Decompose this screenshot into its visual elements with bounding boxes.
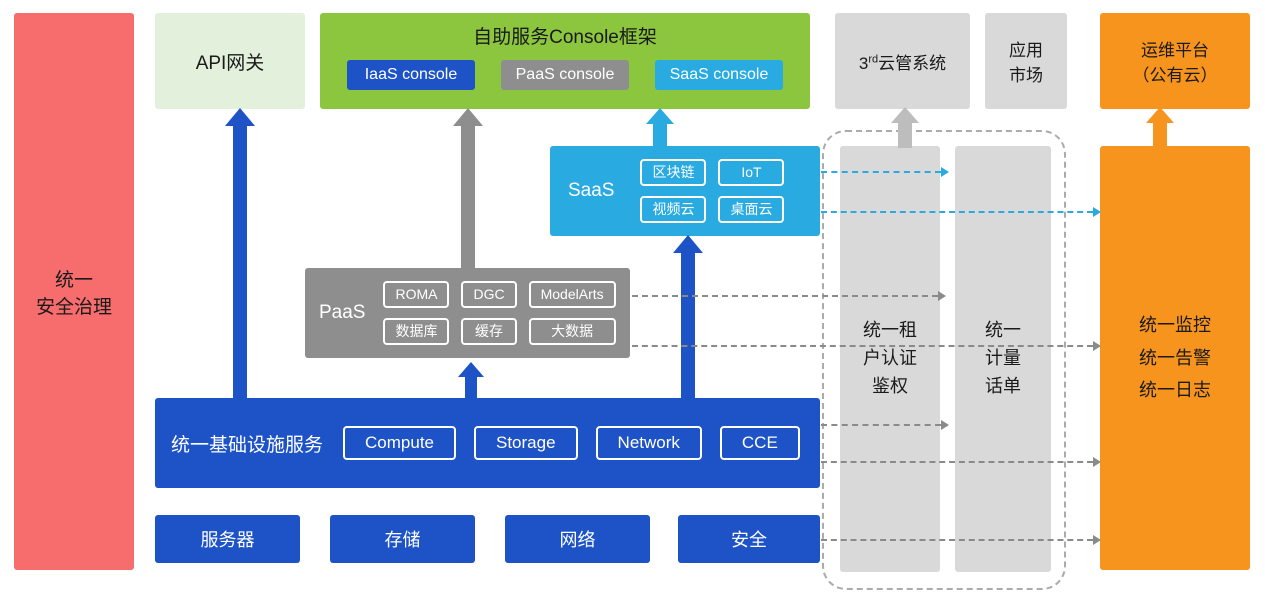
monitoring-label: 统一监控 统一告警 统一日志 — [1139, 315, 1211, 401]
third-cloud-label-sup: rd — [868, 52, 879, 65]
saas-chip-grid: 区块链 IoT 视频云 桌面云 — [640, 159, 785, 223]
paas-chip-bigdata: 大数据 — [528, 318, 616, 345]
paas-chip-database: 数据库 — [383, 318, 450, 345]
third-cloud-label-suffix: 云管系统 — [878, 53, 947, 73]
paas-chip-cache: 缓存 — [461, 318, 517, 345]
saas-to-metering-dashed-arrowhead — [941, 167, 949, 177]
paas-box: PaaS ROMA DGC ModelArts 数据库 缓存 大数据 — [305, 268, 630, 358]
ops-platform-box: 运维平台 （公有云） — [1100, 13, 1250, 109]
infra-to-saas-arrow — [681, 252, 695, 398]
metering-label: 统一 计量 话单 — [985, 320, 1021, 396]
infra-to-monitoring-dashed-arrowhead — [1093, 457, 1101, 467]
network-label: 网络 — [559, 530, 596, 550]
paas-to-monitoring-dashed-line — [632, 345, 1093, 347]
saas-chip-blockchain: 区块链 — [640, 159, 707, 186]
security-label: 安全 — [731, 530, 767, 550]
security-governance-label: 统一 安全治理 — [35, 269, 112, 318]
security-to-monitoring-dashed-line — [821, 539, 1093, 541]
infra-to-monitoring-dashed-line — [821, 461, 1093, 463]
auth-billing-dashed-frame — [822, 130, 1066, 590]
saas-box: SaaS 区块链 IoT 视频云 桌面云 — [550, 146, 820, 236]
infra-chip-cce: CCE — [719, 426, 800, 460]
security-governance-bar: 统一 安全治理 — [14, 13, 134, 570]
saas-label: SaaS — [568, 180, 615, 201]
monitor-to-ops-arrow — [1153, 122, 1167, 147]
saas-chip-video-cloud: 视频云 — [640, 196, 707, 223]
app-market-box: 应用 市场 — [985, 13, 1067, 109]
infra-chip-network: Network — [595, 426, 702, 460]
infra-to-metering-dashed-arrowhead — [941, 420, 949, 430]
console-frame-title: 自助服务Console框架 — [473, 27, 657, 48]
paas-to-metering-dashed-arrowhead — [938, 291, 946, 301]
infra-chip-compute: Compute — [343, 426, 456, 460]
tenant-auth-bar: 统一租 户认证 鉴权 — [840, 146, 940, 572]
saas-to-monitoring-dashed-arrowhead — [1093, 207, 1101, 217]
infra-to-metering-dashed-line — [821, 424, 941, 426]
frame-to-third-cloud-arrow — [898, 122, 912, 148]
ops-platform-label: 运维平台 （公有云） — [1132, 41, 1218, 85]
app-market-label: 应用 市场 — [1009, 41, 1043, 85]
console-buttons-row: IaaS console PaaS console SaaS console — [347, 60, 783, 90]
infra-to-paas-arrow — [465, 376, 477, 398]
saas-console-button: SaaS console — [655, 60, 783, 90]
paas-to-console-arrowhead — [453, 108, 483, 126]
paas-chip-grid: ROMA DGC ModelArts 数据库 缓存 大数据 — [383, 281, 616, 345]
infra-to-apigw-arrow — [233, 125, 247, 398]
saas-to-monitoring-dashed-line — [821, 211, 1093, 213]
paas-to-monitoring-dashed-arrowhead — [1093, 341, 1101, 351]
frame-to-third-cloud-arrowhead — [891, 107, 919, 123]
server-box: 服务器 — [155, 515, 300, 563]
paas-label: PaaS — [319, 302, 366, 323]
saas-to-metering-dashed-line — [821, 171, 941, 173]
storage-label: 存储 — [384, 530, 421, 550]
paas-console-button: PaaS console — [501, 60, 629, 90]
security-box: 安全 — [678, 515, 820, 563]
security-to-monitoring-dashed-arrowhead — [1093, 535, 1101, 545]
paas-chip-roma: ROMA — [383, 281, 450, 308]
saas-to-console-arrowhead — [646, 108, 674, 124]
monitor-to-ops-arrowhead — [1146, 107, 1174, 123]
saas-chip-desktop-cloud: 桌面云 — [718, 196, 785, 223]
third-cloud-box: 3rd云管系统 — [835, 13, 970, 109]
infrastructure-chip-row: Compute Storage Network CCE — [343, 426, 800, 460]
infra-to-apigw-arrowhead — [225, 108, 255, 126]
infra-chip-storage: Storage — [474, 426, 578, 460]
third-cloud-label: 3rd云管系统 — [859, 49, 946, 74]
paas-to-metering-dashed-line — [632, 295, 938, 297]
server-label: 服务器 — [200, 530, 255, 550]
paas-chip-modelarts: ModelArts — [528, 281, 616, 308]
console-frame-box: 自助服务Console框架 IaaS console PaaS console … — [320, 13, 810, 109]
infra-to-saas-arrowhead — [673, 235, 703, 253]
metering-bar: 统一 计量 话单 — [955, 146, 1051, 572]
saas-chip-iot: IoT — [718, 159, 785, 186]
api-gateway-label: API网关 — [195, 52, 265, 74]
storage-box: 存储 — [330, 515, 475, 563]
iaas-console-button: IaaS console — [347, 60, 475, 90]
saas-to-console-arrow — [653, 123, 667, 146]
paas-chip-dgc: DGC — [461, 281, 517, 308]
infrastructure-label: 统一基础设施服务 — [171, 434, 324, 456]
tenant-auth-label: 统一租 户认证 鉴权 — [863, 320, 917, 396]
infra-to-paas-arrowhead — [458, 362, 484, 377]
monitoring-bar: 统一监控 统一告警 统一日志 — [1100, 146, 1250, 570]
paas-to-console-arrow — [461, 125, 475, 268]
infrastructure-box: 统一基础设施服务 Compute Storage Network CCE — [155, 398, 820, 488]
api-gateway-box: API网关 — [155, 13, 305, 109]
network-box: 网络 — [505, 515, 650, 563]
third-cloud-label-prefix: 3 — [858, 53, 869, 73]
